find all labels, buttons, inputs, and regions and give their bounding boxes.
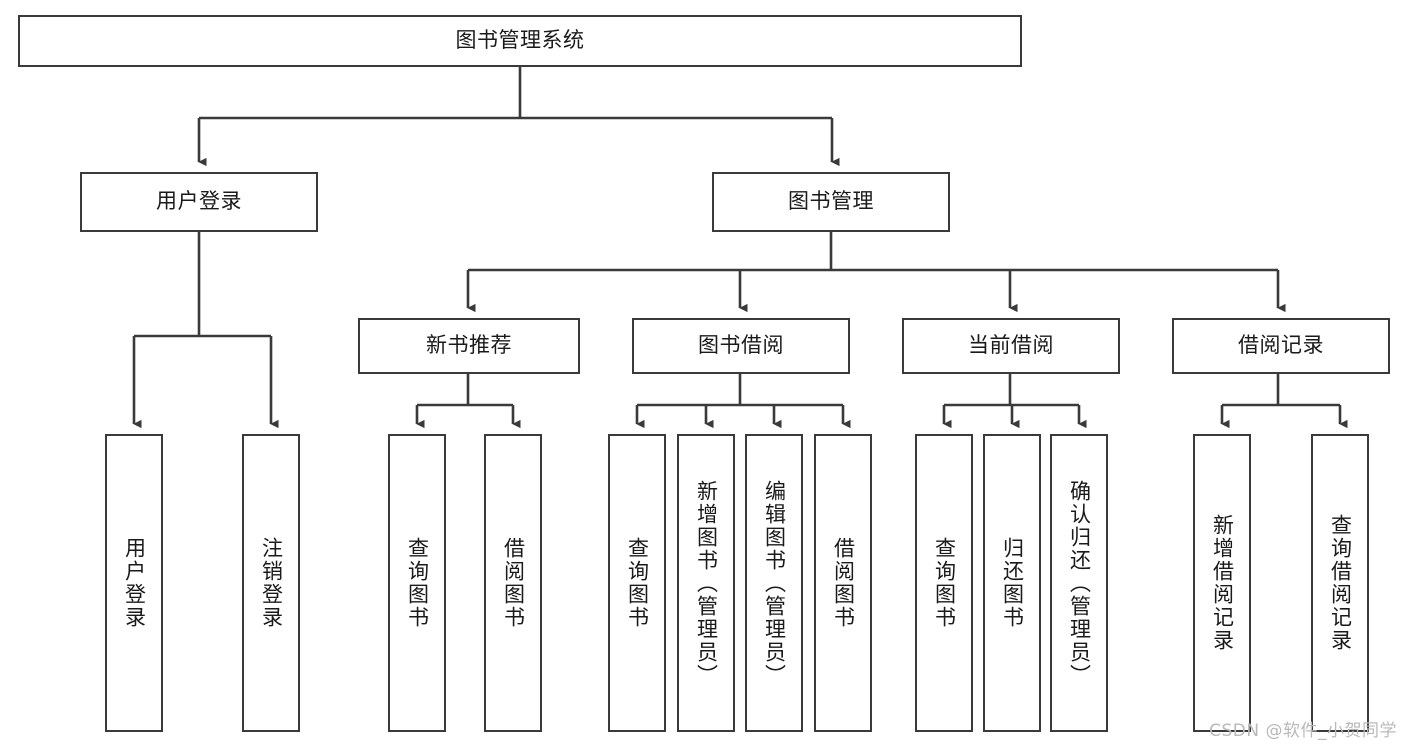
edges-borrowrecord-to-leaves [1220, 374, 1348, 429]
node-label: 当前借阅 [968, 333, 1054, 358]
edges-userlogin-to-leaves [132, 232, 279, 429]
node-label: 借阅记录 [1238, 333, 1324, 358]
node-borrow-record[interactable]: 借阅记录 [1172, 318, 1390, 374]
node-book-borrow[interactable]: 图书借阅 [632, 318, 850, 374]
node-leaf-add-borrow-record[interactable]: 新增借阅记录 [1193, 434, 1251, 732]
node-leaf-query-borrow-record[interactable]: 查询借阅记录 [1311, 434, 1369, 732]
node-label: 借阅图书 [831, 537, 856, 629]
node-label: 新书推荐 [426, 333, 512, 358]
edges-newbook-to-leaves [415, 374, 521, 429]
node-label: 图书借阅 [698, 333, 784, 358]
node-leaf-query-book-borrow[interactable]: 查询图书 [608, 434, 666, 732]
node-label: 查询图书 [932, 537, 957, 629]
node-leaf-confirm-return-admin[interactable]: 确认归还（管理员） [1050, 434, 1108, 732]
node-leaf-borrow-book-recommend[interactable]: 借阅图书 [484, 434, 542, 732]
edges-root-to-level1 [197, 67, 840, 167]
edges-bookmanagement-to-level2 [466, 232, 1286, 313]
node-leaf-query-book-recommend[interactable]: 查询图书 [388, 434, 446, 732]
node-label: 编辑图书（管理员） [762, 479, 787, 687]
node-label: 归还图书 [1000, 537, 1025, 629]
node-label: 借阅图书 [501, 537, 526, 629]
node-book-management[interactable]: 图书管理 [712, 172, 950, 232]
node-label: 查询图书 [625, 537, 650, 629]
node-leaf-user-login[interactable]: 用户登录 [105, 434, 163, 732]
csdn-watermark: CSDN @软件_小贺同学 [1209, 721, 1397, 741]
node-leaf-edit-book-admin[interactable]: 编辑图书（管理员） [745, 434, 803, 732]
node-label: 新增图书（管理员） [694, 479, 719, 687]
node-leaf-query-book-current[interactable]: 查询图书 [915, 434, 973, 732]
node-leaf-logout-login[interactable]: 注销登录 [242, 434, 300, 732]
node-label: 查询借阅记录 [1328, 514, 1353, 652]
node-label: 图书管理系统 [455, 28, 585, 53]
node-root-system[interactable]: 图书管理系统 [18, 15, 1022, 67]
node-leaf-return-book[interactable]: 归还图书 [983, 434, 1041, 732]
node-leaf-add-book-admin[interactable]: 新增图书（管理员） [677, 434, 735, 732]
edges-bookborrow-to-leaves [635, 374, 851, 429]
node-new-book-recommend[interactable]: 新书推荐 [358, 318, 580, 374]
node-user-login[interactable]: 用户登录 [80, 172, 318, 232]
node-label: 新增借阅记录 [1210, 514, 1235, 652]
node-leaf-borrow-book[interactable]: 借阅图书 [814, 434, 872, 732]
node-label: 用户登录 [122, 537, 147, 629]
node-label: 图书管理 [788, 189, 874, 214]
node-label: 确认归还（管理员） [1067, 479, 1092, 687]
node-label: 注销登录 [259, 537, 284, 629]
node-label: 查询图书 [405, 537, 430, 629]
node-label: 用户登录 [156, 189, 242, 214]
node-current-borrow[interactable]: 当前借阅 [902, 318, 1120, 374]
edges-currentborrow-to-leaves [942, 374, 1087, 429]
